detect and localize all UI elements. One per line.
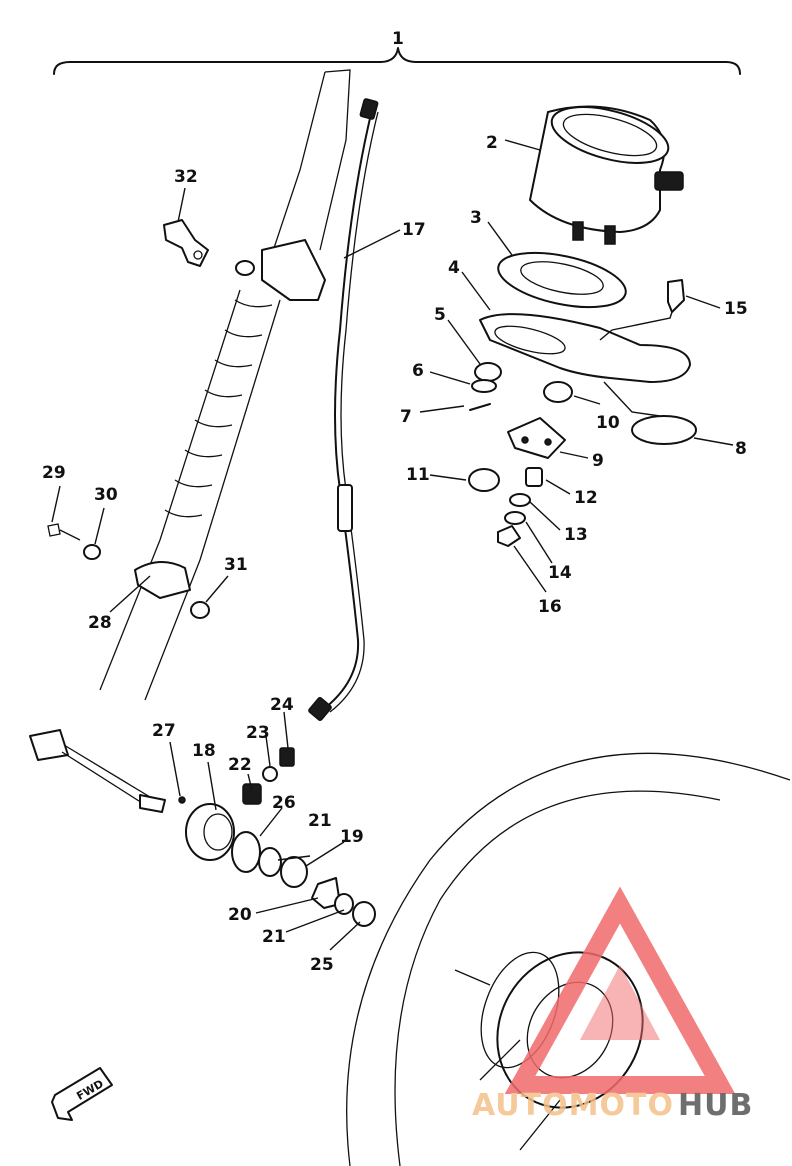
fwd-arrow-icon: FWD [51,1067,113,1121]
callout-20: 20 [228,905,252,925]
callout-29: 29 [42,463,66,483]
callout-25: 25 [310,955,334,975]
callout-27: 27 [152,721,176,741]
callout-21-lower: 21 [262,927,286,947]
callout-14: 14 [548,563,572,583]
front-fork [99,69,351,701]
callout-24: 24 [270,695,294,715]
callout-17: 17 [402,220,426,240]
callout-8: 8 [735,439,747,459]
callout-5: 5 [434,305,446,325]
callout-23: 23 [246,723,270,743]
callout-1: 1 [392,29,404,49]
callout-11: 11 [406,465,430,485]
callout-6: 6 [412,361,424,381]
fork-fittings [47,219,210,619]
callout-12: 12 [574,488,598,508]
watermark-triangle-icon [504,886,736,1094]
callout-3: 3 [470,208,482,228]
callout-22: 22 [228,755,252,775]
callout-15: 15 [724,299,748,319]
callout-31: 31 [224,555,248,575]
callout-18: 18 [192,741,216,761]
callout-16: 16 [538,597,562,617]
callout-9: 9 [592,451,604,471]
callout-21-upper: 21 [308,811,332,831]
watermark-text-secondary: HUB [678,1088,753,1123]
axle-and-gear-housing [29,729,376,927]
callout-13: 13 [564,525,588,545]
callout-30: 30 [94,485,118,505]
speedometer-assembly [468,105,697,547]
callout-4: 4 [448,258,460,278]
callout-19: 19 [340,827,364,847]
watermark-text-primary: AUTOMOTO [472,1088,674,1123]
watermark-logo: AUTOMOTO HUB [472,886,753,1123]
callout-10: 10 [596,413,620,433]
leader-lines [51,139,734,951]
speedometer-cable [308,98,379,721]
callout-2: 2 [486,133,498,153]
callout-26: 26 [272,793,296,813]
callout-labels: 2 3 4 5 6 7 8 9 10 11 12 13 14 15 16 17 … [42,133,748,975]
callout-28: 28 [88,613,112,633]
callout-7: 7 [400,407,412,427]
assembly-brace: 1 [53,29,741,75]
callout-32: 32 [174,167,198,187]
